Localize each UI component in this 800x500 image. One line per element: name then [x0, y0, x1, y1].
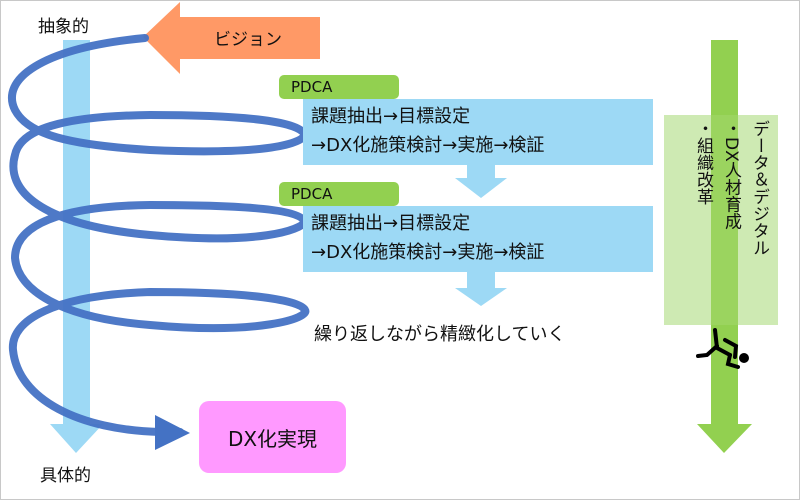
spiral-arrowhead [155, 415, 190, 450]
pdca-tag-1: PDCA [279, 75, 399, 99]
pdca-step-box-2: 課題抽出→目標設定 →DX化施策検討→実施→検証 [303, 206, 653, 272]
abstract-label: 抽象的 [38, 17, 89, 37]
side-text-dx-talent: ・DX人材育成 [721, 120, 741, 230]
pdca-step-line1: 課題抽出→目標設定 [311, 213, 471, 234]
flow-arrow-2 [455, 272, 507, 306]
abstraction-axis-arrow [50, 40, 103, 453]
vision-arrow [143, 2, 320, 74]
flow-arrow-1 [455, 165, 507, 198]
pdca-tag-2: PDCA [279, 182, 399, 206]
pdca-step-box-1: 課題抽出→目標設定 →DX化施策検討→実施→検証 [303, 99, 653, 165]
pdca-step-line1: 課題抽出→目標設定 [311, 106, 471, 127]
concrete-label: 具体的 [40, 466, 91, 486]
side-arrow-overlay [711, 115, 738, 325]
pdca-step-line2: →DX化施策検討→実施→検証 [311, 135, 545, 156]
repeat-text: 繰り返しながら精緻化していく [314, 324, 566, 345]
side-text-data-digital: データ＆デジタル [749, 120, 769, 256]
spiral-path [7, 34, 310, 436]
vision-label: ビジョン [214, 30, 282, 50]
goal-box: DX化実現 [199, 401, 346, 473]
pdca-step-line2: →DX化施策検討→実施→検証 [311, 242, 545, 263]
side-text-org-reform: ・組織改革 [693, 120, 713, 205]
running-person-icon [696, 328, 749, 369]
